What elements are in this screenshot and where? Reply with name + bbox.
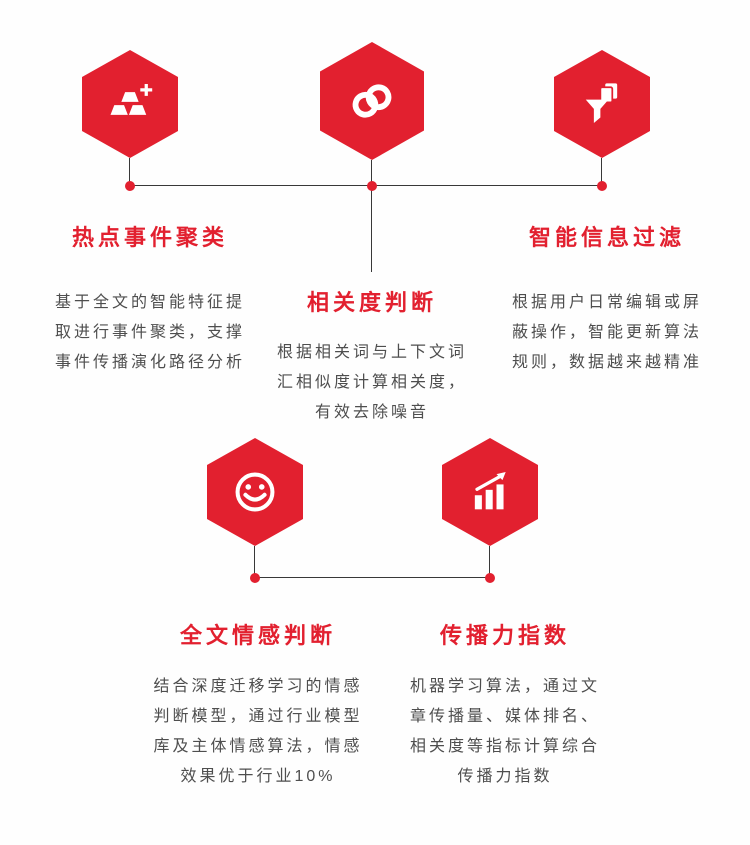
connector-line-vertical-5	[489, 546, 490, 578]
feature-title-propagation-index: 传播力指数	[439, 623, 570, 648]
hexagon-relevance-judgment	[320, 42, 424, 160]
connector-line-horizontal-top	[130, 185, 602, 186]
connector-line-horizontal-bottom	[255, 577, 490, 578]
connector-line-vertical-1	[129, 158, 130, 186]
hexagon-fulltext-sentiment-judgment	[207, 438, 303, 546]
connector-dot-4	[250, 573, 260, 583]
connector-dot-1	[125, 181, 135, 191]
feature-description-smart-info-filtering: 根据用户日常编辑或屏 蔽操作，智能更新算法 规则，数据越来越精准	[511, 294, 702, 371]
feature-description-fulltext-sentiment-judgment: 结合深度迁移学习的情感 判断模型，通过行业模型 库及主体情感算法，情感 效果优于…	[153, 678, 363, 785]
hexagon-smart-info-filtering	[554, 50, 650, 158]
feature-description-propagation-index: 机器学习算法，通过文 章传播量、媒体排名、 相关度等指标计算综合 传播力指数	[409, 678, 600, 785]
feature-title-fulltext-sentiment-judgment: 全文情感判断	[179, 623, 336, 648]
feature-title-hot-event-clustering: 热点事件聚类	[71, 225, 228, 250]
connector-line-vertical-2	[371, 160, 372, 272]
ingots-cluster-icon	[110, 83, 153, 115]
connector-line-vertical-4	[254, 546, 255, 578]
connector-dot-3	[597, 181, 607, 191]
smiley-face-icon	[235, 472, 275, 512]
connector-dot-5	[485, 573, 495, 583]
hexagon-hot-event-clustering	[82, 50, 178, 158]
feature-title-smart-info-filtering: 智能信息过滤	[528, 225, 685, 250]
document-filter-icon	[585, 83, 618, 123]
connector-dot-2	[367, 181, 377, 191]
feature-description-relevance-judgment: 根据相关词与上下文词 汇相似度计算相关度， 有效去除噪音	[276, 344, 467, 421]
rising-bar-chart-icon	[474, 471, 506, 510]
linked-rings-icon	[352, 84, 392, 118]
feature-description-hot-event-clustering: 基于全文的智能特征提 取进行事件聚类，支撑 事件传播演化路径分析	[54, 294, 245, 371]
feature-title-relevance-judgment: 相关度判断	[306, 290, 437, 315]
connector-line-vertical-3	[601, 158, 602, 186]
hexagon-propagation-index	[442, 438, 538, 546]
